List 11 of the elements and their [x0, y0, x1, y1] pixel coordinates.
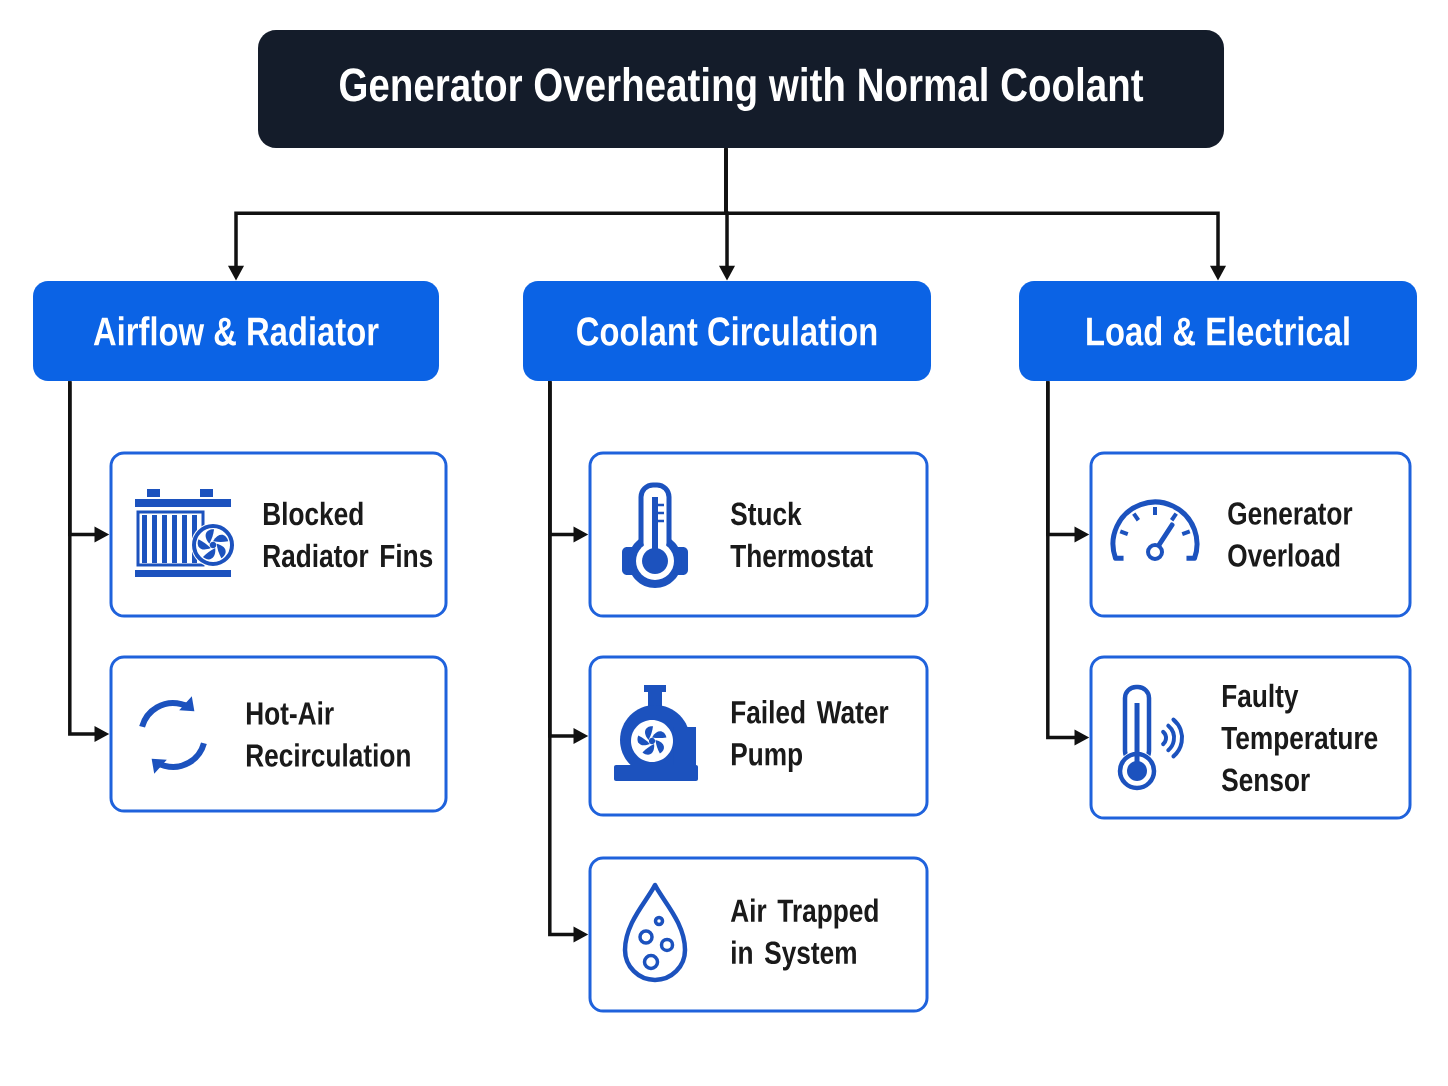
- cause-box: Stuck Thermostat: [588, 451, 929, 618]
- cause-box: Hot-Air Recirculation: [109, 655, 448, 813]
- category-box: Coolant Circulation: [523, 281, 931, 381]
- category-box: Airflow & Radiator: [33, 281, 439, 381]
- cause-box: Generator Overload: [1089, 451, 1412, 618]
- cause-box: Air Trapped in System: [588, 856, 929, 1013]
- category-box: Load & Electrical: [1019, 281, 1417, 381]
- problem-box: Generator Overheating with Normal Coolant: [258, 30, 1224, 148]
- cause-box: Blocked Radiator Fins: [109, 451, 448, 618]
- cause-box: Faulty Temperature Sensor: [1089, 655, 1412, 820]
- cause-box: Failed Water Pump: [588, 655, 929, 817]
